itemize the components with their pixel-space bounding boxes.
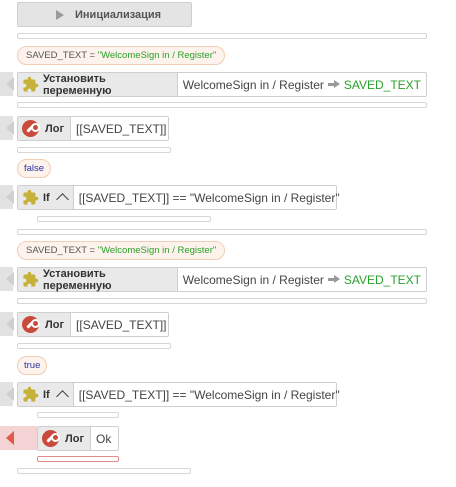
block-bar	[17, 147, 171, 153]
set-variable-head[interactable]: Установить переменную	[18, 267, 178, 292]
block-bar	[17, 229, 427, 235]
assign-value: "WelcomeSign in / Register"	[97, 50, 217, 61]
if-label: If	[43, 191, 50, 204]
assign-eq: =	[86, 50, 98, 61]
collapse-tab[interactable]	[0, 382, 14, 406]
arrow-right-icon	[327, 80, 340, 89]
if-block-1[interactable]: If [[SAVED_TEXT]] == "WelcomeSign in / R…	[17, 185, 340, 210]
if-condition[interactable]: [[SAVED_TEXT]] == "WelcomeSign in / Regi…	[78, 387, 340, 402]
assign-value: "WelcomeSign in / Register"	[97, 245, 217, 256]
if-label: If	[43, 388, 50, 401]
result-pill-true: true	[17, 356, 48, 375]
set-variable-label: Установить переменную	[43, 72, 112, 97]
collapse-tab[interactable]	[0, 312, 14, 336]
collapse-tab[interactable]	[0, 116, 14, 140]
if-block-2[interactable]: If [[SAVED_TEXT]] == "WelcomeSign in / R…	[17, 382, 340, 407]
if-head[interactable]: If	[18, 186, 74, 209]
chevron-up-icon[interactable]	[55, 390, 69, 403]
arrow-right-icon	[327, 275, 340, 284]
set-variable-head[interactable]: Установить переменную	[18, 72, 178, 97]
block-bar	[17, 468, 191, 474]
assign-pill-1: SAVED_TEXT = "WelcomeSign in / Register"	[17, 46, 226, 65]
log-label: Лог	[45, 318, 65, 331]
set-variable-value[interactable]: WelcomeSign in / Register SAVED_TEXT	[178, 268, 426, 291]
if-head[interactable]: If	[18, 383, 74, 406]
assign-pill-2: SAVED_TEXT = "WelcomeSign in / Register"	[17, 241, 226, 260]
collapse-tab[interactable]	[0, 72, 14, 96]
play-icon[interactable]	[56, 10, 64, 20]
error-tab[interactable]	[0, 426, 37, 450]
log-head[interactable]: Лог	[38, 427, 92, 450]
wrench-icon	[22, 316, 40, 333]
result-pill-false: false	[17, 159, 52, 178]
log-head[interactable]: Лог	[18, 117, 72, 140]
set-variable-label: Установить переменную	[43, 267, 112, 292]
puzzle-icon	[23, 189, 39, 205]
wrench-icon	[42, 430, 60, 447]
if-body-bar	[37, 412, 119, 418]
init-header[interactable]: Инициализация	[17, 2, 192, 27]
assign-eq: =	[86, 245, 98, 256]
block-bar	[17, 298, 427, 304]
value-text: WelcomeSign in / Register	[182, 77, 324, 92]
init-bar	[17, 33, 427, 39]
target-variable: SAVED_TEXT	[343, 272, 421, 287]
set-variable-block-2[interactable]: Установить переменную WelcomeSign in / R…	[17, 267, 427, 292]
assign-var: SAVED_TEXT	[26, 245, 87, 256]
target-variable: SAVED_TEXT	[343, 77, 421, 92]
log-head[interactable]: Лог	[18, 313, 72, 336]
log-block-1[interactable]: Лог [[SAVED_TEXT]]	[17, 116, 169, 141]
log-value[interactable]: [[SAVED_TEXT]]	[76, 317, 167, 332]
log-label: Лог	[45, 122, 65, 135]
collapse-tab[interactable]	[0, 267, 14, 291]
block-bar	[17, 343, 171, 349]
set-variable-value[interactable]: WelcomeSign in / Register SAVED_TEXT	[178, 73, 426, 96]
if-condition[interactable]: [[SAVED_TEXT]] == "WelcomeSign in / Regi…	[78, 190, 340, 205]
log-label: Лог	[65, 432, 85, 445]
chevron-up-icon[interactable]	[55, 193, 69, 206]
puzzle-icon	[23, 76, 39, 92]
block-bar	[17, 102, 427, 108]
assign-var: SAVED_TEXT	[26, 50, 87, 61]
wrench-icon	[22, 120, 40, 137]
error-bar	[37, 456, 119, 462]
if-body-bar	[37, 216, 211, 222]
collapse-tab[interactable]	[0, 185, 14, 209]
puzzle-icon	[23, 271, 39, 287]
log-block-3[interactable]: Лог Ok	[37, 426, 119, 451]
value-text: WelcomeSign in / Register	[182, 272, 324, 287]
log-block-2[interactable]: Лог [[SAVED_TEXT]]	[17, 312, 169, 337]
init-label: Инициализация	[75, 8, 162, 21]
puzzle-icon	[23, 386, 39, 402]
log-value[interactable]: Ok	[96, 431, 112, 446]
log-value[interactable]: [[SAVED_TEXT]]	[76, 121, 167, 136]
set-variable-block-1[interactable]: Установить переменную WelcomeSign in / R…	[17, 72, 427, 97]
